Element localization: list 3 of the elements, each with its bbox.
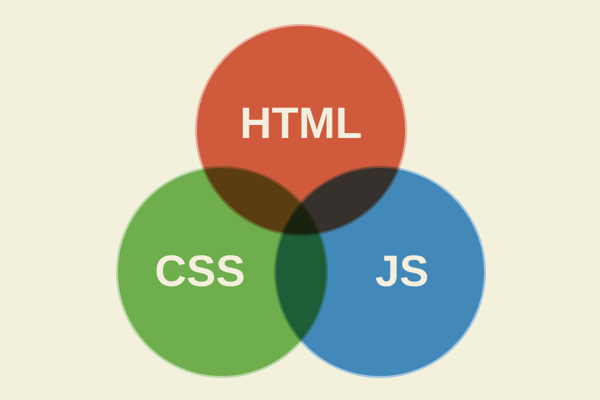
circle-label: JS (375, 247, 429, 297)
circle-label: HTML (240, 99, 362, 149)
circle-label: CSS (154, 247, 246, 297)
